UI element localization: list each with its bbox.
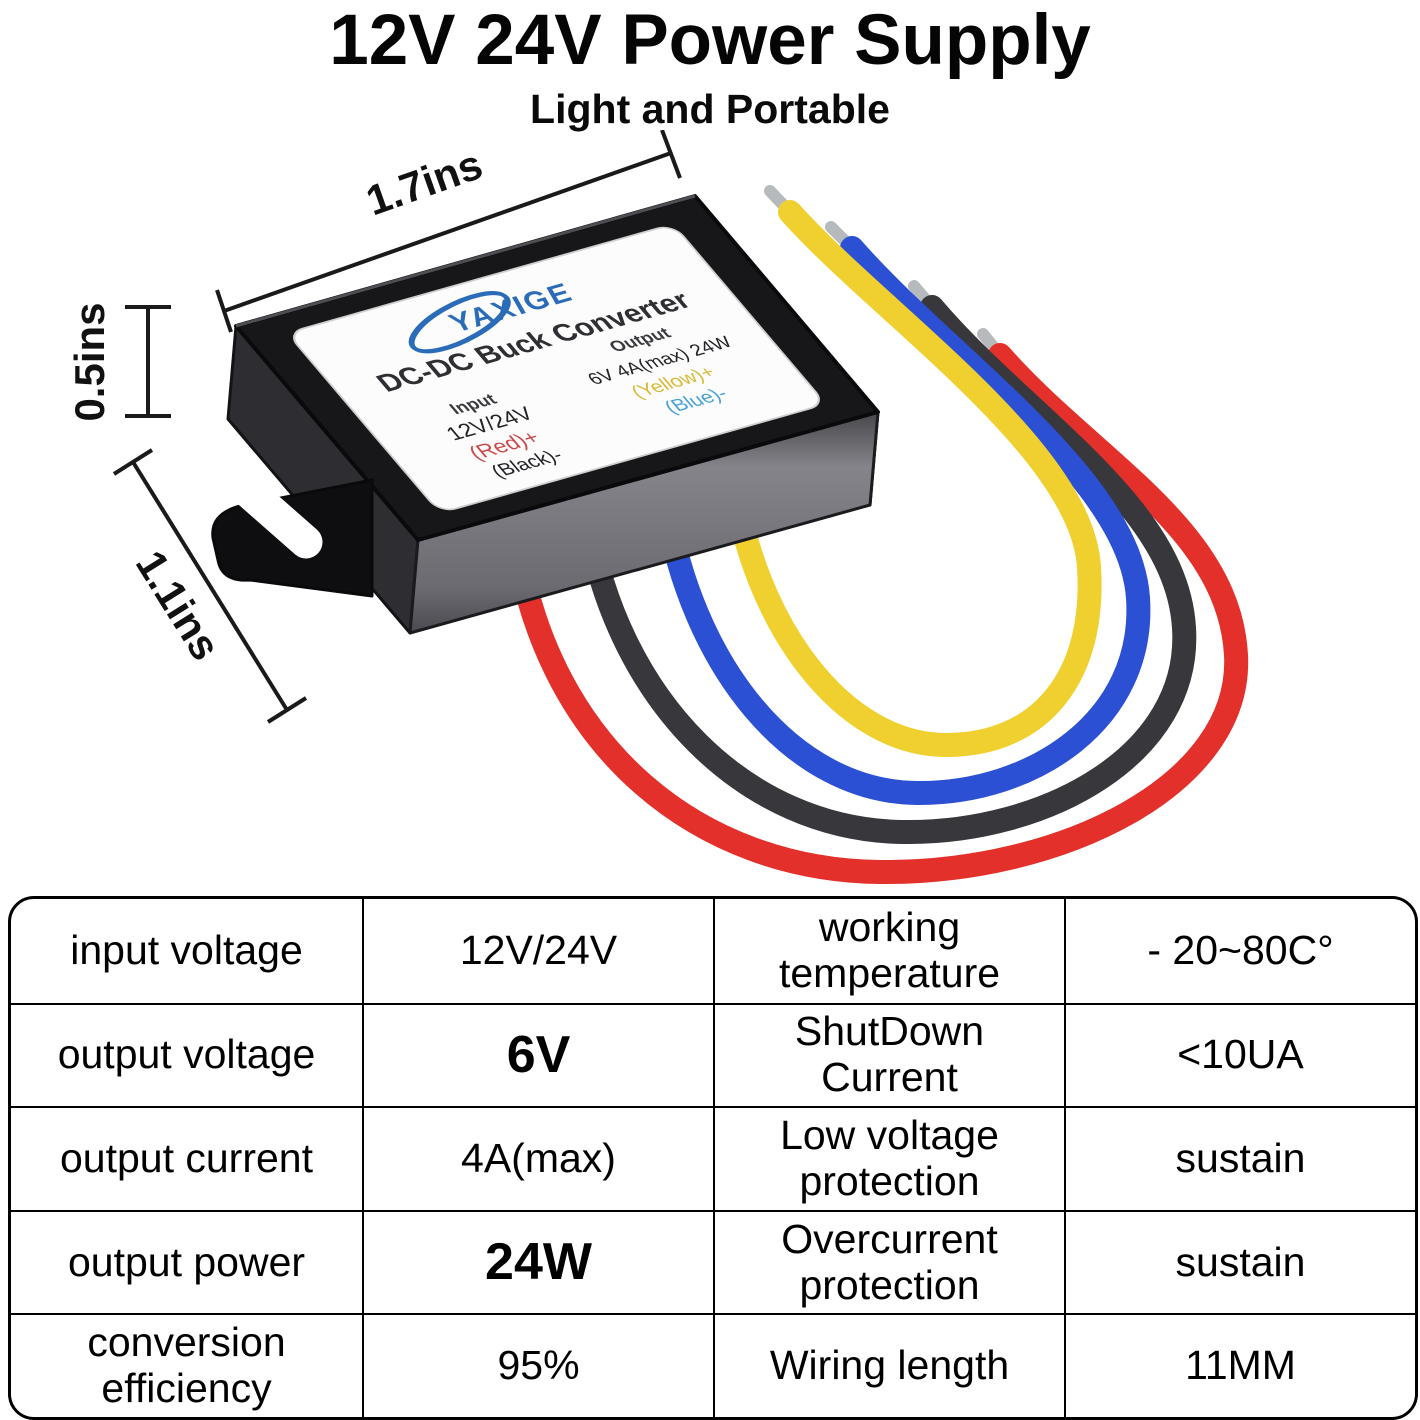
spec-cell: Low voltage protection [713, 1106, 1064, 1210]
spec-cell: sustain [1064, 1209, 1415, 1314]
mounting-tab [211, 467, 374, 598]
dimension-depth-label: 1.1ins [127, 542, 230, 668]
dimension-width-label: 1.7ins [360, 140, 488, 224]
spec-cell: 24W [362, 1209, 713, 1314]
spec-cell: output power [11, 1209, 362, 1314]
page-subtitle: Light and Portable [530, 86, 890, 132]
product-figure: 1.7ins 0.5ins 1.1ins [66, 130, 1249, 885]
spec-cell: output current [11, 1106, 362, 1210]
red-wire [505, 343, 1249, 885]
black-wire [576, 295, 1197, 845]
spec-cell: Wiring length [713, 1313, 1064, 1417]
dimension-height-label: 0.5ins [66, 302, 113, 421]
spec-cell: 11MM [1064, 1313, 1415, 1417]
box-edge-highlight [235, 194, 696, 328]
spec-cell: Overcurrent protection [713, 1209, 1064, 1314]
page-title: 12V 24V Power Supply [329, 1, 1091, 80]
spec-cell: working temperature [713, 899, 1064, 1003]
spec-cell: ShutDown Current [713, 1002, 1064, 1107]
yellow-wire [721, 200, 1102, 758]
spec-cell: output voltage [11, 1002, 362, 1107]
spec-cell: sustain [1064, 1106, 1415, 1210]
wires [505, 200, 1249, 885]
dimension-width [215, 130, 682, 333]
brand-swoosh-icon [408, 291, 511, 354]
device-label: YAXIGE DC-DC Buck Converter Input 12V/24… [293, 226, 820, 511]
spec-cell: 6V [362, 1002, 713, 1107]
blue-wire [653, 236, 1151, 806]
spec-cell: 4A(max) [362, 1106, 713, 1210]
spec-cell: 12V/24V [362, 899, 713, 1003]
tab-slot [223, 467, 323, 559]
spec-cell: conversion efficiency [11, 1313, 362, 1417]
spec-cell: 95% [362, 1313, 713, 1417]
spec-cell: - 20~80C° [1064, 899, 1415, 1003]
dimension-depth [112, 448, 308, 724]
spec-cell: input voltage [70, 926, 303, 973]
dimension-height [125, 305, 171, 418]
spec-table: input voltage 12V/24V working temperatur… [8, 896, 1418, 1420]
spec-cell: <10UA [1064, 1002, 1415, 1107]
